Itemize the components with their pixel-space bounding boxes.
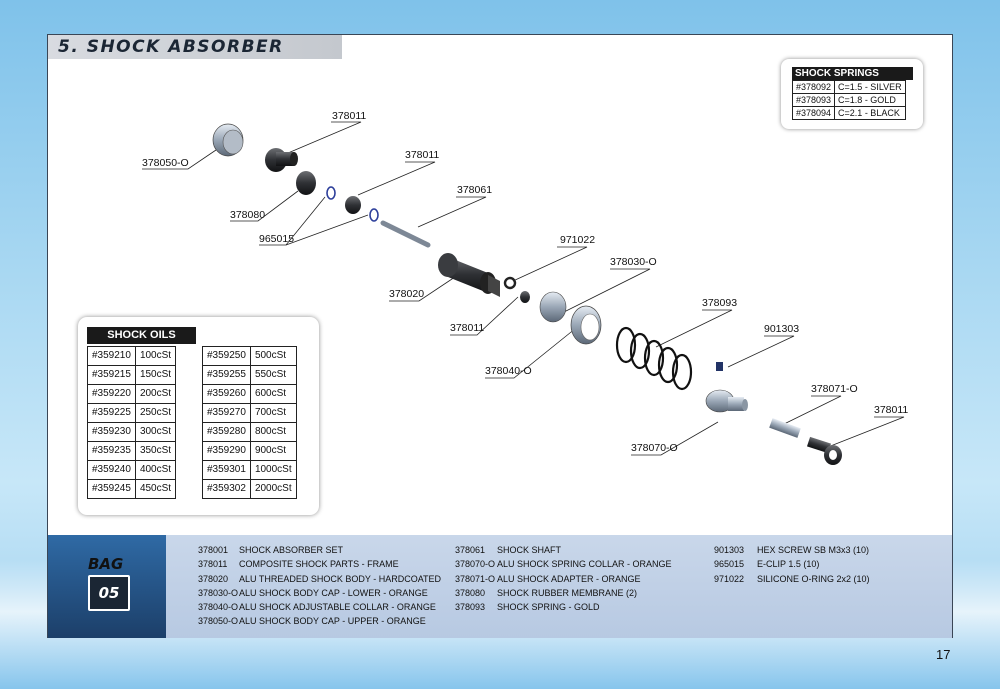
frame-bottom-part [806, 436, 842, 465]
callout-378071: 378071-O [811, 383, 858, 395]
eclip-part-2 [369, 208, 379, 222]
shock-body-part [438, 253, 500, 297]
callout-378011-mid: 378011 [450, 322, 484, 334]
title-bar: 5. SHOCK ABSORBER [48, 35, 342, 59]
page-title: 5. SHOCK ABSORBER [58, 37, 284, 57]
callout-378011-top: 378011 [332, 110, 366, 122]
eclip-part-1 [326, 186, 336, 200]
callout-378061: 378061 [457, 184, 492, 196]
callout-378030: 378030-O [610, 256, 657, 268]
exploded-diagram: 378011 378050-O 378011 378061 378080 965… [142, 110, 908, 465]
adapter-part [769, 418, 801, 438]
callout-378093: 378093 [702, 297, 737, 309]
spring-collar-part [705, 389, 748, 413]
bag-number: 05 [88, 575, 130, 611]
callout-965015: 965015 [259, 233, 294, 245]
collar-part [539, 291, 602, 345]
list-item: 378050-OALU SHOCK BODY CAP - UPPER - ORA… [198, 616, 426, 627]
piston-part [345, 196, 361, 214]
oring-part-2 [520, 291, 530, 303]
callout-378011-piston: 378011 [405, 149, 439, 161]
hex-screw-part [716, 362, 723, 371]
membrane-part [296, 171, 316, 195]
shaft-part [380, 220, 431, 248]
callout-378050: 378050-O [142, 157, 189, 169]
callout-378080: 378080 [230, 209, 265, 221]
shock-springs-title: SHOCK SPRINGS [792, 67, 913, 80]
list-item: 378030-OALU SHOCK BODY CAP - LOWER - ORA… [198, 587, 428, 598]
callout-378011-bottom: 378011 [874, 404, 908, 416]
callout-378020: 378020 [389, 288, 424, 300]
frame-top-part [265, 148, 298, 172]
spring-part [615, 326, 693, 391]
upper-cap-part [212, 123, 244, 157]
bag-block: BAG 05 [48, 535, 166, 638]
page-number: 17 [936, 647, 951, 662]
oring-part-1 [503, 276, 517, 290]
page-panel: 5. SHOCK ABSORBER [47, 34, 953, 638]
list-item: 378040-OALU SHOCK ADJUSTABLE COLLAR - OR… [198, 602, 436, 613]
callout-378070: 378070-O [631, 442, 678, 454]
bag-label: BAG [88, 555, 124, 573]
leader-lines [142, 121, 905, 456]
callout-378040: 378040-O [485, 365, 532, 377]
callout-901303: 901303 [764, 323, 799, 335]
callout-971022: 971022 [560, 234, 595, 246]
shock-oils-title: SHOCK OILS [87, 327, 196, 344]
